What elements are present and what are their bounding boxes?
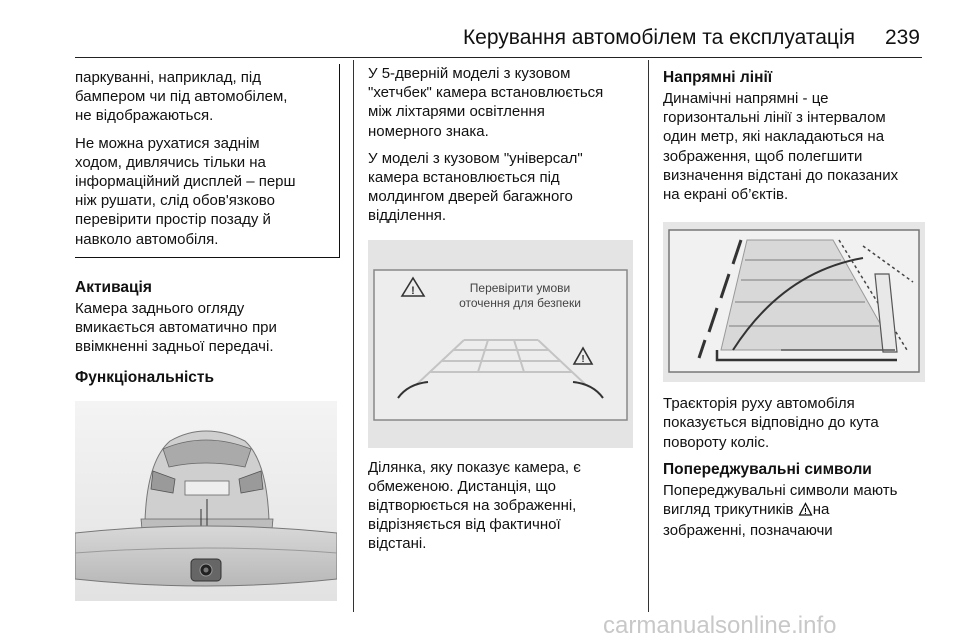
svg-text:!: ! <box>581 354 584 365</box>
camera-display-illustration: ! Перевірити умови оточення для безпеки … <box>368 239 633 448</box>
guide-lines-heading: Напрямні лінії <box>663 69 773 86</box>
display-message-line-1: Перевірити умови <box>470 281 570 295</box>
trajectory-text: Траєкторія руху автомобіля показується в… <box>663 395 879 451</box>
header-title: Керування автомобілем та експлуатація <box>462 26 855 49</box>
rear-car-illustration <box>75 401 337 602</box>
svg-text:!: ! <box>804 507 807 516</box>
svg-text:!: ! <box>411 285 415 297</box>
camera-display-image: ! Перевірити умови оточення для безпеки … <box>368 239 633 448</box>
warning-triangle-icon: ! <box>572 345 594 365</box>
display-message-line-2: оточення для безпеки <box>459 296 581 310</box>
column-divider-1 <box>353 60 354 612</box>
note-paragraph-1: паркуванні, наприклад, під бампером чи п… <box>75 69 288 125</box>
guide-lines-image <box>663 222 925 383</box>
guide-lines-text: Динамічні напрямні - це горизонтальні лі… <box>663 90 899 204</box>
watermark: carmanualsonline.info <box>603 612 837 639</box>
warning-symbols-text-a: Попереджувальні символи мають вигляд три… <box>663 481 898 519</box>
column-2: У 5-дверній моделі з кузовом "хетчбек" к… <box>368 64 636 562</box>
wagon-paragraph: У моделі з кузовом "універсал" камера вс… <box>368 149 583 225</box>
page-number: 239 <box>884 26 920 49</box>
warning-symbols-text: Попереджувальні символи мають вигляд три… <box>663 481 925 541</box>
display-caption: Ділянка, яку показує камера, є обмеженою… <box>368 458 581 553</box>
header-rule <box>75 57 922 58</box>
caution-note: паркуванні, наприклад, під бампером чи п… <box>75 64 340 258</box>
car-rear-camera-image <box>75 401 337 602</box>
column-3: Напрямні лінії Динамічні напрямні - це г… <box>663 64 925 540</box>
hatchback-paragraph: У 5-дверній моделі з кузовом "хетчбек" к… <box>368 65 604 140</box>
column-1: паркуванні, наприклад, під бампером чи п… <box>75 64 340 602</box>
page-header: Керування автомобілем та експлуатація 23… <box>0 0 960 60</box>
note-paragraph-2: Не можна рухатися заднім ходом, дивлячис… <box>75 134 296 248</box>
warning-symbols-text-b: на зображенні, позначаючи <box>663 501 833 540</box>
warning-triangle-icon: ! <box>798 502 813 521</box>
warning-triangle-icon: ! <box>400 276 426 297</box>
guide-lines-illustration <box>663 222 925 383</box>
function-heading: Функціональність <box>75 369 215 387</box>
warning-symbols-heading: Попереджувальні символи <box>663 460 872 478</box>
column-divider-2 <box>648 60 649 612</box>
activation-heading: Активація <box>75 278 152 296</box>
activation-text: Камера заднього огляду вмикається автома… <box>75 299 277 356</box>
